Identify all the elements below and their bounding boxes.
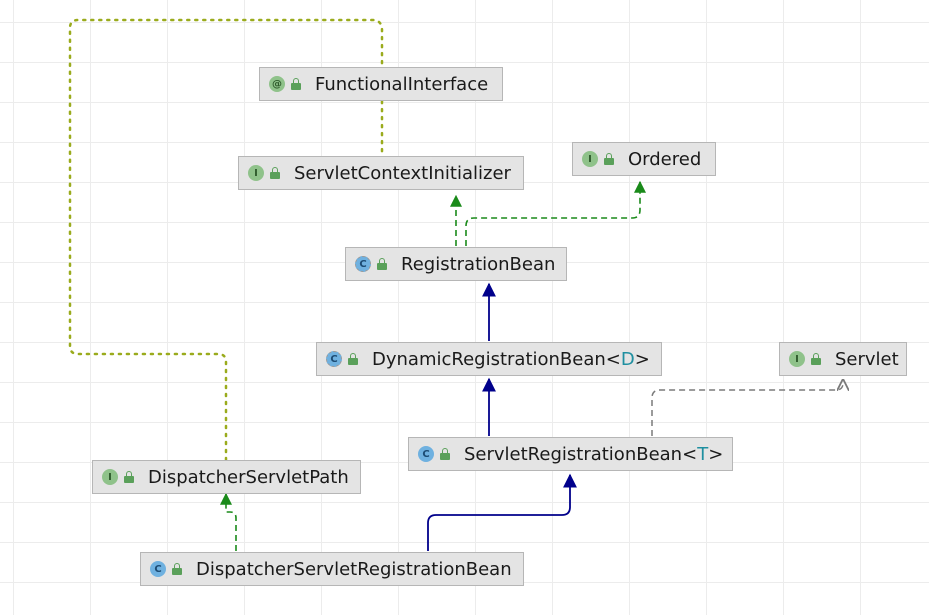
public-access-icon [377,258,387,270]
edge-dispatcherservletregistrationbean-dispatcherservletpath [220,492,237,551]
node-label: DispatcherServletPath [148,466,349,488]
node-label: ServletRegistrationBean [464,443,683,465]
edge-dispatcherservletpath-functionalinterface [68,18,384,462]
node-registrationbean[interactable]: C RegistrationBean [345,247,567,281]
class-badge-icon: C [418,446,434,462]
public-access-icon [604,153,614,165]
node-label: DynamicRegistrationBean [372,348,606,370]
abstract-class-badge-icon: C [326,351,342,367]
node-servlet[interactable]: I Servlet [779,342,907,376]
node-label: Servlet [835,348,899,370]
interface-badge-icon: I [102,469,118,485]
type-param-open: < [605,348,621,370]
type-param-close: > [708,443,724,465]
node-label: Ordered [628,148,702,170]
node-ordered[interactable]: I Ordered [572,142,716,176]
interface-badge-icon: I [248,165,264,181]
node-dispatcherservletregistrationbean[interactable]: C DispatcherServletRegistrationBean [140,552,524,586]
public-access-icon [811,353,821,365]
node-label: ServletContextInitializer [294,162,511,184]
interface-badge-icon: I [582,151,598,167]
edge-dispatcherservletregistrationbean-servletregistrationbean [427,473,577,551]
node-functionalinterface[interactable]: @ FunctionalInterface [259,67,503,101]
node-dynamicregistrationbean[interactable]: C DynamicRegistrationBean<D> [316,342,662,376]
edge-servletregistrationbean-servlet [651,380,843,436]
node-label: RegistrationBean [401,253,556,275]
type-parameter: T [697,443,709,465]
public-access-icon [440,448,450,460]
public-access-icon [124,471,134,483]
class-badge-icon: C [150,561,166,577]
type-param-open: < [682,443,698,465]
type-parameter: D [620,348,635,370]
node-label: DispatcherServletRegistrationBean [196,558,512,580]
public-access-icon [172,563,182,575]
abstract-class-badge-icon: C [355,256,371,272]
interface-badge-icon: I [789,351,805,367]
node-servletregistrationbean[interactable]: C ServletRegistrationBean<T> [408,437,733,471]
public-access-icon [270,167,280,179]
node-label: FunctionalInterface [315,73,489,95]
public-access-icon [348,353,358,365]
edge-registrationbean-ordered [465,180,646,246]
type-param-close: > [634,348,650,370]
node-servletcontextinitializer[interactable]: I ServletContextInitializer [238,156,524,190]
public-access-icon [291,78,301,90]
annotation-badge-icon: @ [269,76,285,92]
node-dispatcherservletpath[interactable]: I DispatcherServletPath [92,460,361,494]
